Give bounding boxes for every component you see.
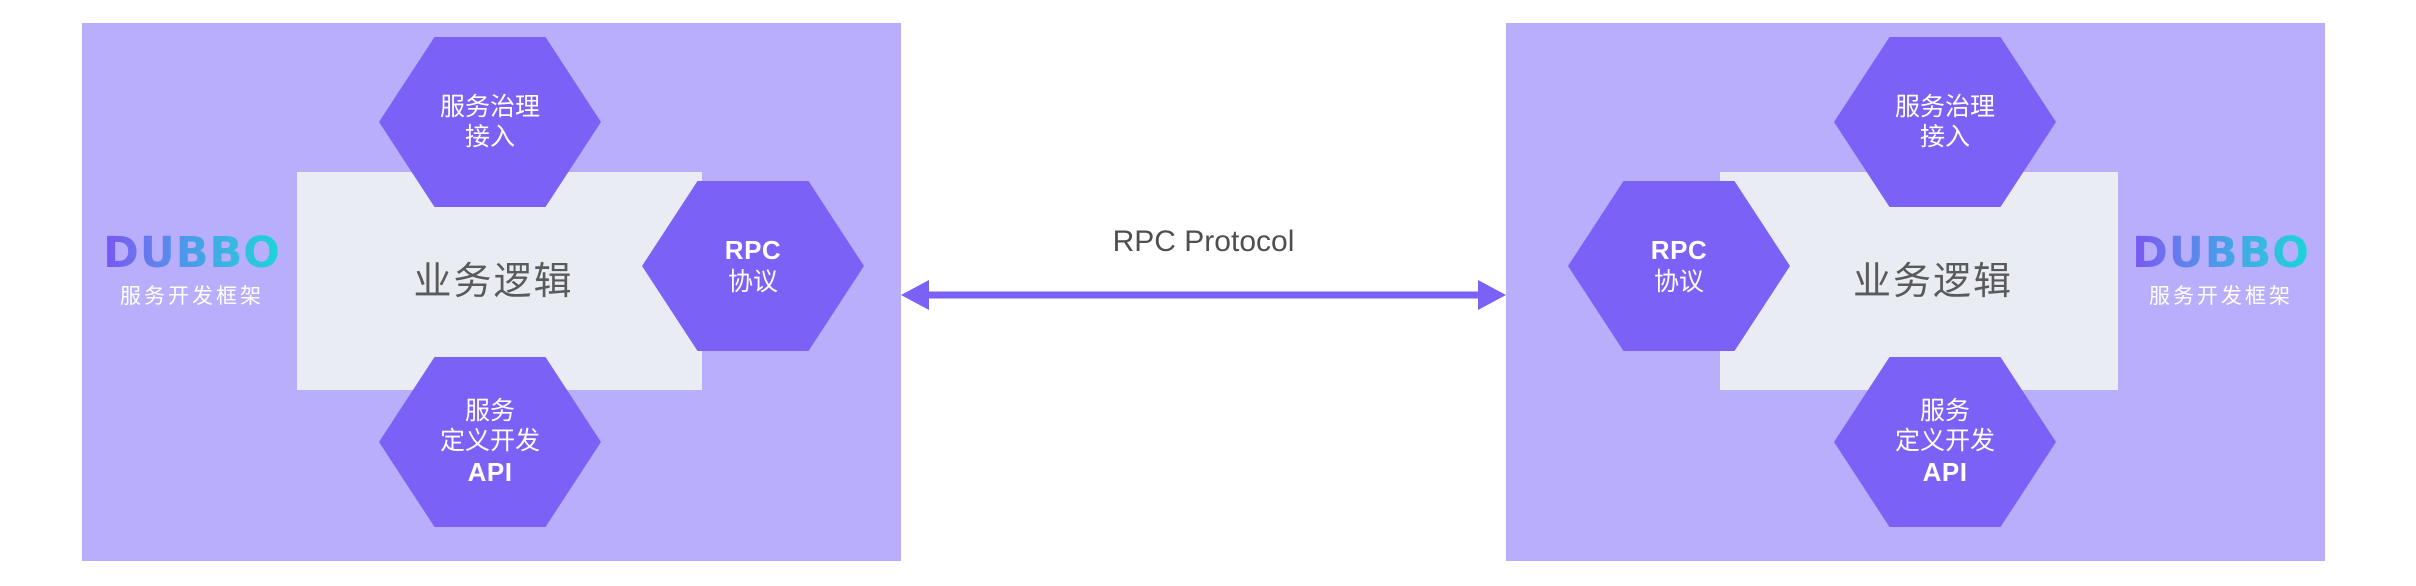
business-logic-box-left: 业务逻辑 [297,172,702,390]
business-logic-label-right: 业务逻辑 [1852,259,2013,303]
business-logic-label-left: 业务逻辑 [413,259,574,303]
hexagon-line: 定义开发 [1894,426,1995,456]
hexagon-line: API [467,456,513,487]
dubbo-tagline: 服务开发框架 [120,284,264,308]
business-logic-box-right: 业务逻辑 [1720,172,2118,390]
hexagon-line: 服务治理 [1894,91,1995,121]
hexagon-rpc-protocol-left[interactable]: RPC 协议 [642,181,864,351]
hexagon-line: RPC [724,234,782,265]
double-headed-arrow-icon [901,280,1506,310]
hexagon-line: 服务 [464,395,515,425]
hexagon-line: 协议 [1653,266,1704,296]
hexagon-line: 接入 [464,122,515,151]
hexagon-line: RPC [1650,234,1708,265]
hexagon-line: 接入 [1919,122,1970,151]
hexagon-service-definition-api-left[interactable]: 服务 定义开发 API [379,357,601,527]
hexagon-line: 定义开发 [439,426,540,456]
hexagon-service-definition-api-right[interactable]: 服务 定义开发 API [1834,357,2056,527]
service-node-consumer-panel: 业务逻辑 服务治理 接入 RPC 协议 服务 定义开发 API DUBBO 服务… [82,23,901,561]
hexagon-line: 协议 [727,266,778,296]
dubbo-wordmark: DUBBO [2121,230,2321,276]
dubbo-logo-left: DUBBO 服务开发框架 [92,230,292,310]
rpc-protocol-label: RPC Protocol [1112,225,1295,258]
hexagon-line: API [1922,456,1968,487]
hexagon-line: 服务 [1919,395,1970,425]
dubbo-logo-right: DUBBO 服务开发框架 [2121,230,2321,310]
dubbo-tagline: 服务开发框架 [2149,284,2293,308]
dubbo-wordmark: DUBBO [92,230,292,276]
hexagon-line: 服务治理 [439,91,540,121]
service-node-provider-panel: 业务逻辑 服务治理 接入 RPC 协议 服务 定义开发 API DUBBO 服务… [1506,23,2325,561]
rpc-protocol-connector: RPC Protocol [901,225,1506,335]
